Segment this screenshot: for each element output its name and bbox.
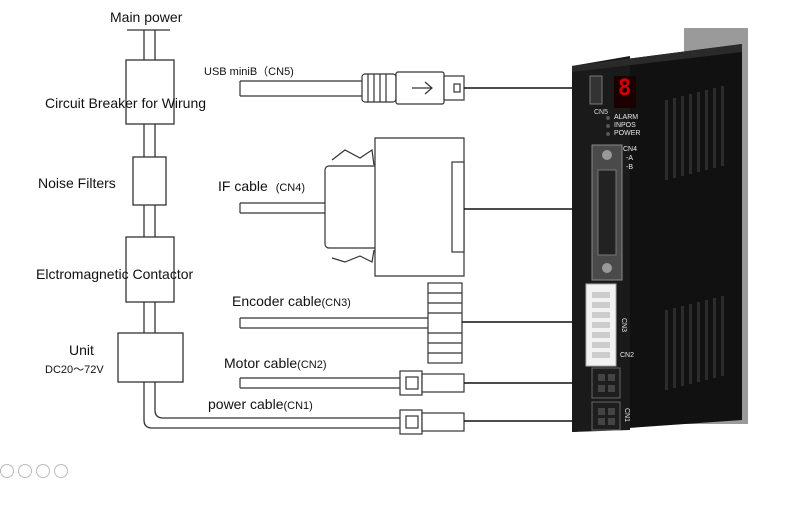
cn4-b-label: -B bbox=[626, 164, 633, 171]
inpos-led-label: INPOS bbox=[614, 122, 636, 129]
viewer-controls bbox=[0, 464, 68, 478]
main-power-cable bbox=[127, 29, 400, 429]
cn4-driver-label: CN4 bbox=[623, 146, 638, 153]
unit-box bbox=[117, 332, 184, 383]
motor-connector bbox=[239, 370, 465, 396]
contactor-label: Elctromagnetic Contactor bbox=[36, 266, 194, 282]
motor-cable-cn: (CN2) bbox=[297, 359, 327, 371]
zoom-out-icon[interactable] bbox=[18, 464, 32, 478]
encoder-connector bbox=[239, 282, 463, 364]
usb-label: USB miniB（CN5) bbox=[204, 66, 294, 78]
power-cable-name: power cable bbox=[208, 396, 284, 412]
zoom-in-icon[interactable] bbox=[0, 464, 14, 478]
more-icon[interactable] bbox=[54, 464, 68, 478]
if-cable-connector bbox=[239, 137, 465, 277]
if-cable-cn: (CN4) bbox=[275, 182, 306, 194]
motor-cable-label: Motor cable(CN2) bbox=[224, 355, 327, 371]
if-cable-label: IF cable (CN4) bbox=[218, 178, 305, 194]
if-cable-name: IF cable bbox=[218, 178, 268, 194]
power-led-label: POWER bbox=[614, 130, 641, 137]
cn5-driver-label: CN5 bbox=[594, 109, 609, 116]
noise-filters-label: Noise Filters bbox=[38, 175, 116, 191]
noise-filter-box bbox=[132, 156, 167, 206]
alarm-led-label: ALARM bbox=[614, 114, 639, 121]
cn3-driver-label: CN3 bbox=[620, 318, 627, 333]
usb-cable bbox=[239, 71, 465, 105]
servo-driver bbox=[572, 28, 748, 432]
main-power-label: Main power bbox=[110, 9, 183, 25]
motor-cable-name: Motor cable bbox=[224, 355, 298, 371]
seven-segment-display: 8 bbox=[618, 76, 632, 101]
encoder-cable-cn: (CN3) bbox=[321, 297, 351, 309]
contactor-box bbox=[125, 236, 175, 303]
power-cable-cn: (CN1) bbox=[283, 400, 313, 412]
power-cable-label: power cable(CN1) bbox=[208, 396, 313, 412]
circuit-breaker-label: Circuit Breaker for Wirung bbox=[45, 95, 207, 111]
cn2-driver-label: CN2 bbox=[620, 352, 635, 359]
encoder-cable-label: Encoder cable(CN3) bbox=[232, 293, 351, 309]
cn4-a-label: -A bbox=[626, 155, 633, 162]
power-connector bbox=[399, 409, 465, 435]
cn1-driver-label: CN1 bbox=[623, 408, 630, 423]
unit-voltage-label: DC20～72V bbox=[45, 364, 104, 376]
print-icon[interactable] bbox=[36, 464, 50, 478]
circuit-breaker-box bbox=[125, 59, 175, 125]
encoder-cable-name: Encoder cable bbox=[232, 293, 322, 309]
unit-label: Unit bbox=[69, 342, 94, 358]
